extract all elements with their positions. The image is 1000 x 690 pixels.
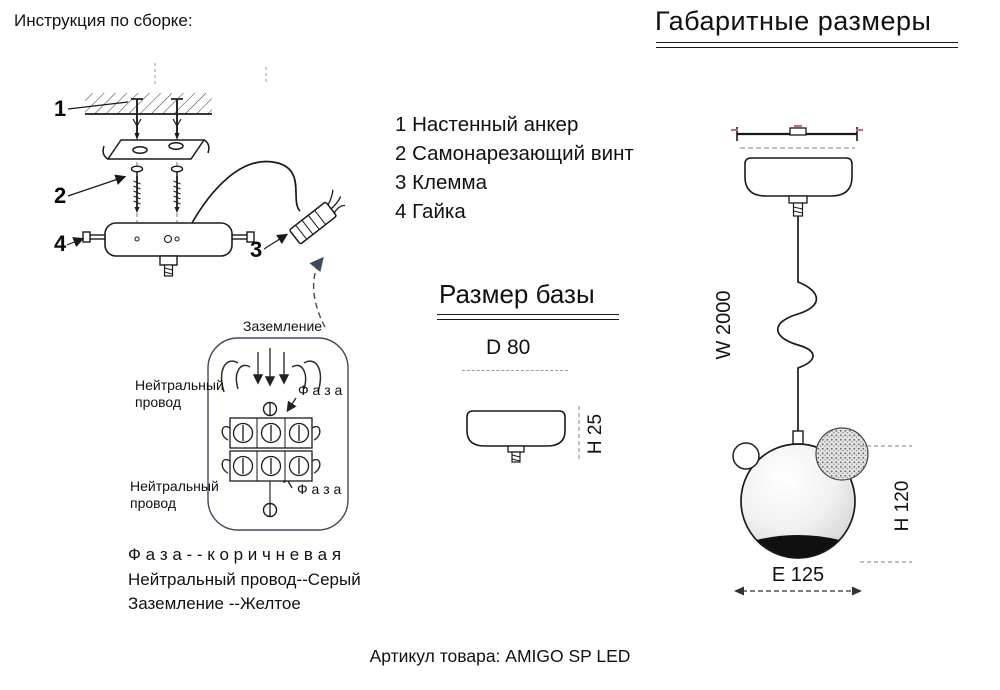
neutral-wire-label-top: Нейтральный провод [135, 377, 224, 410]
product-article: Артикул товара: AMIGO SP LED [369, 646, 631, 666]
parts-list-item: 1 Настенный анкер [395, 113, 579, 136]
base-bolt [507, 445, 525, 463]
height-dim-lines [860, 445, 912, 563]
callout-4: 4 [54, 231, 67, 256]
base-title-underline [437, 314, 619, 320]
side-nut-left [82, 231, 105, 243]
wire-length-label: W 2000 [713, 291, 735, 360]
sphere-bottom-cap [756, 535, 840, 558]
wiring-detail-diagram [207, 337, 349, 531]
overall-dimensions-title: Габаритные размеры [655, 6, 932, 36]
textured-accent-ball [815, 427, 869, 481]
dimensions-title-underline [656, 42, 958, 48]
terminal-block [229, 417, 313, 482]
wire-color-legend: Ф а з а - - к о р и ч н е в а я Нейтраль… [128, 543, 361, 617]
base-diameter-label: D 80 [486, 336, 531, 359]
side-nut-right [232, 231, 255, 243]
ground-screw-bottom [262, 502, 278, 518]
base-size-title: Размер базы [439, 279, 595, 309]
sphere-stem [792, 430, 804, 445]
lamp-canopy [744, 157, 853, 197]
base-height-label: H 25 [585, 414, 606, 454]
legend-neutral: Нейтральный провод--Серый [128, 569, 361, 589]
flow-arrows [252, 348, 297, 489]
ground-wire-label: Заземление [243, 318, 323, 334]
parts-list: 1 Настенный анкер 2 Самонарезающий винт … [395, 110, 634, 226]
self-tapping-screw [130, 165, 144, 213]
base-diameter-dim-line [462, 370, 568, 371]
base-drawing: H 25 [466, 406, 606, 463]
base-plate [104, 222, 233, 277]
width-dim-line [734, 586, 862, 596]
suspension-wire [777, 216, 818, 431]
alignment-guides [136, 141, 178, 222]
ceiling-mount-bar [736, 127, 858, 141]
lamp-drawing: W 2000 H 120 E 125 [713, 124, 913, 596]
sphere-height-label: H 120 [892, 481, 913, 532]
small-accent-ball [732, 442, 760, 470]
assembly-instructions-title: Инструкция по сборке: [14, 11, 193, 30]
anchor-pins [731, 124, 863, 132]
base-canopy [466, 410, 566, 447]
canopy-stem [788, 195, 808, 217]
terminal-connector [289, 189, 346, 245]
callout-3: 3 [250, 237, 262, 262]
hidden-anchor-marks [154, 63, 267, 85]
legend-phase: Ф а з а - - к о р и ч н е в а я [128, 545, 342, 564]
phase-wire-label-bottom: Ф а з а [297, 481, 342, 497]
wall-anchor [131, 98, 143, 140]
wire-hooks-top [220, 360, 322, 393]
assembly-diagram: 1 2 4 3 [54, 63, 346, 328]
neutral-wire-label-bottom: Нейтральный провод [130, 478, 219, 511]
phase-wire-label-top: Ф а з а [298, 382, 343, 398]
parts-list-item: 3 Клемма [395, 171, 487, 194]
mounting-bracket [102, 139, 210, 160]
callout-1: 1 [54, 96, 66, 121]
parts-list-item: 2 Самонарезающий винт [395, 142, 634, 165]
sphere-width-label: E 125 [772, 564, 824, 586]
callout-2: 2 [54, 183, 66, 208]
detail-pointer-arrow [309, 256, 326, 328]
ground-screw-top [262, 401, 278, 417]
self-tapping-screw [170, 165, 184, 214]
wiring-outline [207, 337, 349, 531]
legend-ground: Заземление --Желтое [128, 594, 301, 613]
parts-list-item: 4 Гайка [395, 200, 466, 223]
ceiling-hatch [85, 93, 212, 115]
terminal-side-wires [221, 425, 321, 503]
callout-pointer-lines [66, 101, 289, 250]
power-wire [191, 160, 301, 224]
